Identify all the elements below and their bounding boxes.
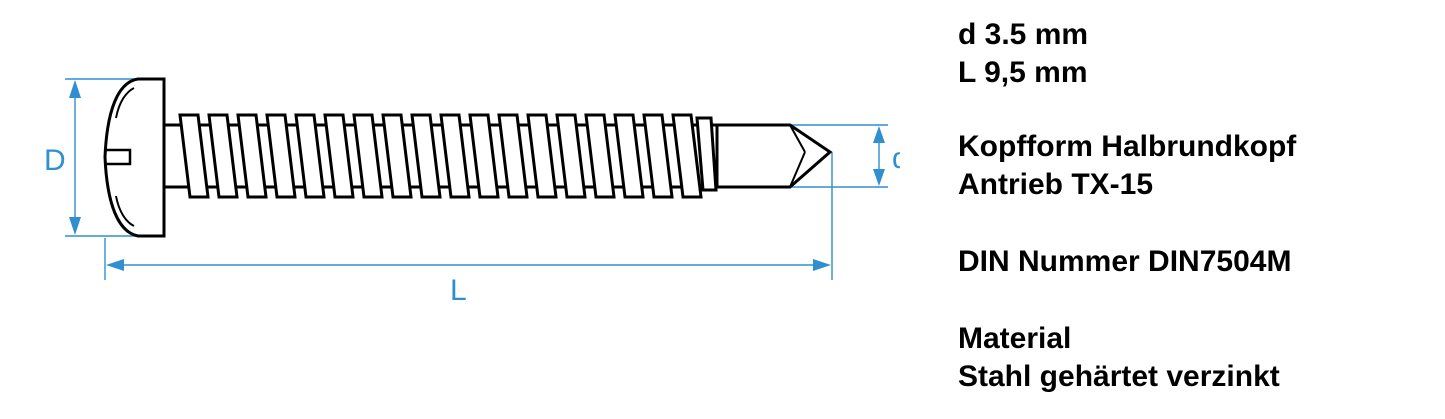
screw-drawing: D d L bbox=[44, 77, 900, 307]
spec-head-shape: Kopfform Halbrundkopf bbox=[958, 130, 1297, 163]
length-label: L bbox=[450, 274, 467, 307]
screw-shank bbox=[162, 113, 719, 199]
spec-din-number: DIN Nummer DIN7504M bbox=[958, 245, 1292, 278]
spec-material-title: Material bbox=[958, 322, 1072, 355]
screw-head bbox=[103, 77, 166, 238]
spec-list: d 3.5 mm L 9,5 mm Kopfform Halbrundkopf … bbox=[958, 16, 1428, 396]
spec-drive: Antrieb TX-15 bbox=[958, 168, 1154, 201]
spec-length: L 9,5 mm bbox=[958, 56, 1088, 89]
spec-diameter: d 3.5 mm bbox=[958, 18, 1089, 51]
shank-diameter-label: d bbox=[892, 142, 900, 175]
length-dimension bbox=[104, 152, 833, 280]
head-diameter-label: D bbox=[44, 144, 66, 177]
drill-point bbox=[715, 123, 833, 189]
thread-turns bbox=[178, 113, 718, 199]
spec-material-value: Stahl gehärtet verzinkt bbox=[958, 360, 1280, 393]
